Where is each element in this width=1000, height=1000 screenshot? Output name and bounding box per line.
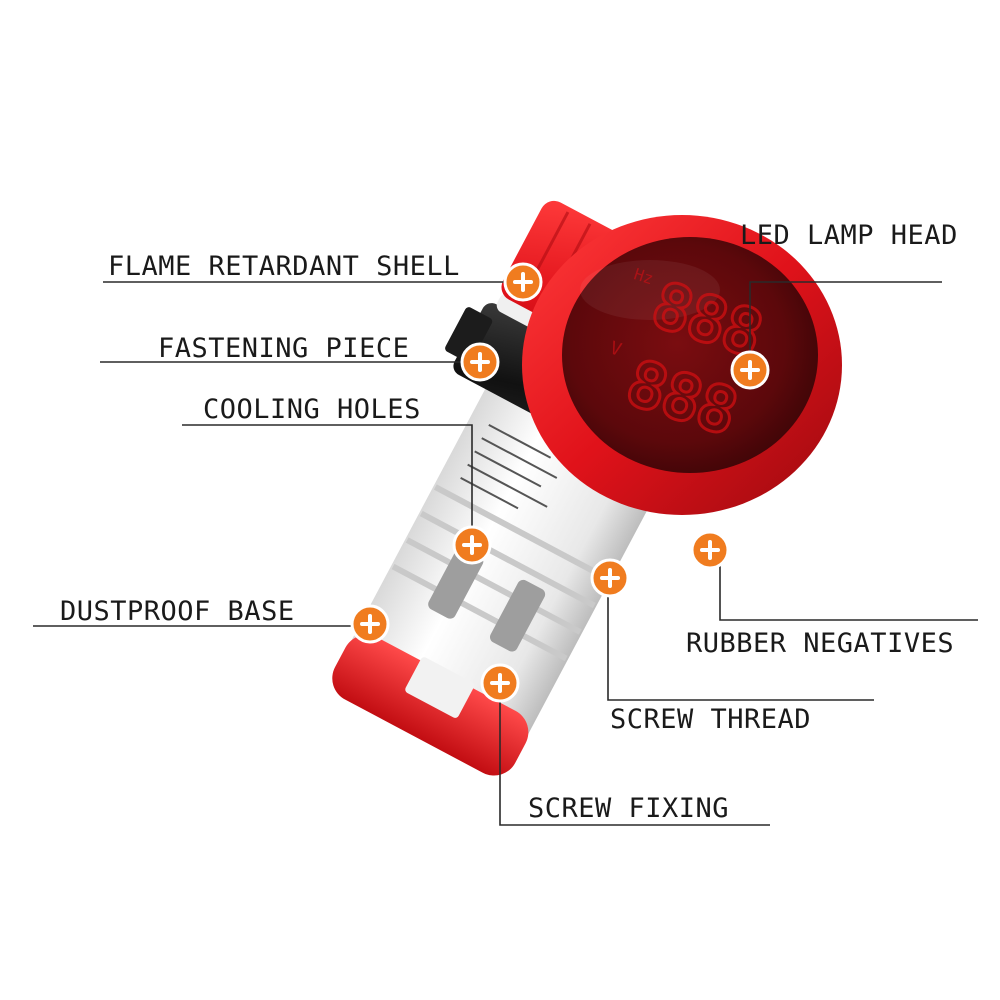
marker-rubber-negatives[interactable] bbox=[690, 530, 730, 570]
label-led-lamp-head: LED LAMP HEAD bbox=[740, 220, 958, 251]
label-cooling-holes: COOLING HOLES bbox=[203, 394, 421, 425]
lamp-head-lens bbox=[562, 237, 818, 473]
leader-screw-thread bbox=[607, 578, 874, 701]
leader-cooling-holes bbox=[182, 424, 473, 545]
screw-thread-ribs bbox=[391, 484, 610, 662]
lens-highlight bbox=[580, 260, 720, 320]
base-notch bbox=[405, 657, 475, 718]
leader-rubber-negatives bbox=[710, 549, 978, 621]
cooling-slot bbox=[490, 579, 546, 652]
label-fastening-piece: FASTENING PIECE bbox=[158, 333, 409, 364]
marker-led-lamp-head[interactable] bbox=[730, 350, 770, 390]
label-dustproof-base: DUSTPROOF BASE bbox=[60, 596, 295, 627]
cooling-slot bbox=[428, 546, 484, 619]
body-spec-print bbox=[460, 423, 558, 510]
marker-cooling-holes[interactable] bbox=[452, 525, 492, 565]
leader-lines bbox=[33, 281, 978, 826]
callout-markers bbox=[350, 262, 770, 703]
leader-screw-fixing bbox=[499, 683, 770, 826]
label-screw-fixing: SCREW FIXING bbox=[528, 793, 729, 824]
marker-dustproof-base[interactable] bbox=[350, 604, 390, 644]
callout-labels: LED LAMP HEAD FLAME RETARDANT SHELL FAST… bbox=[60, 220, 958, 824]
marker-screw-fixing[interactable] bbox=[480, 663, 520, 703]
leader-led-lamp-head bbox=[749, 281, 942, 368]
label-screw-thread: SCREW THREAD bbox=[610, 704, 811, 735]
marker-flame-retardant-shell[interactable] bbox=[503, 262, 543, 302]
indicator-device: Hz 888 V 888 bbox=[332, 200, 842, 776]
marker-fastening-piece[interactable] bbox=[460, 342, 500, 382]
nut-tab-left bbox=[445, 307, 493, 363]
label-flame-retardant-shell: FLAME RETARDANT SHELL bbox=[108, 251, 460, 282]
marker-screw-thread[interactable] bbox=[590, 558, 630, 598]
label-rubber-negatives: RUBBER NEGATIVES bbox=[686, 628, 954, 659]
